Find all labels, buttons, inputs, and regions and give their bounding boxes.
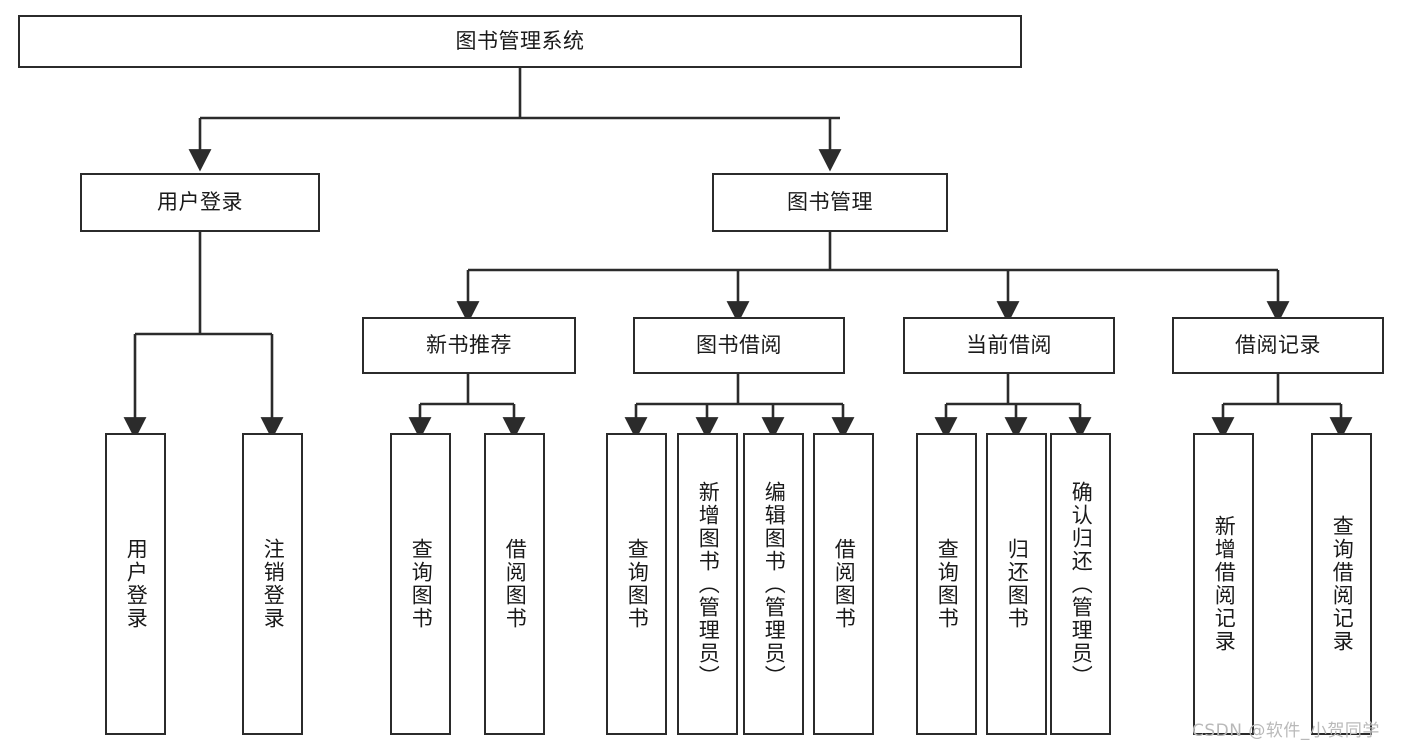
node-label: 确认归还（管理员） bbox=[1069, 480, 1094, 688]
node-label: 用户登录 bbox=[124, 538, 149, 630]
leaf-user-login[interactable]: 用户登录 bbox=[105, 433, 166, 735]
leaf-query-book-current[interactable]: 查询图书 bbox=[916, 433, 977, 735]
node-user-login[interactable]: 用户登录 bbox=[80, 173, 320, 232]
node-label: 用户登录 bbox=[157, 189, 243, 214]
node-label: 查询图书 bbox=[409, 538, 434, 630]
node-label: 借阅图书 bbox=[832, 538, 857, 630]
node-book-management[interactable]: 图书管理 bbox=[712, 173, 948, 232]
leaf-logout[interactable]: 注销登录 bbox=[242, 433, 303, 735]
leaf-edit-book-admin[interactable]: 编辑图书（管理员） bbox=[743, 433, 804, 735]
leaf-confirm-return-admin[interactable]: 确认归还（管理员） bbox=[1050, 433, 1111, 735]
node-label: 图书管理系统 bbox=[455, 28, 585, 53]
node-label: 新增借阅记录 bbox=[1212, 515, 1237, 653]
node-label: 查询图书 bbox=[625, 538, 650, 630]
watermark: CSDN @软件_小贺同学 bbox=[1192, 721, 1380, 741]
node-label: 借阅记录 bbox=[1235, 332, 1321, 357]
node-label: 编辑图书（管理员） bbox=[762, 480, 787, 688]
node-root[interactable]: 图书管理系统 bbox=[18, 15, 1022, 68]
node-label: 查询借阅记录 bbox=[1330, 515, 1355, 653]
node-label: 新书推荐 bbox=[426, 332, 512, 357]
node-label: 图书管理 bbox=[787, 189, 873, 214]
node-new-book-recommend[interactable]: 新书推荐 bbox=[362, 317, 576, 374]
node-label: 查询图书 bbox=[935, 538, 960, 630]
leaf-query-book-recommend[interactable]: 查询图书 bbox=[390, 433, 451, 735]
node-label: 新增图书（管理员） bbox=[696, 480, 721, 688]
leaf-add-book-admin[interactable]: 新增图书（管理员） bbox=[677, 433, 738, 735]
node-label: 当前借阅 bbox=[966, 332, 1052, 357]
node-label: 借阅图书 bbox=[503, 538, 528, 630]
node-book-borrow[interactable]: 图书借阅 bbox=[633, 317, 845, 374]
leaf-return-book[interactable]: 归还图书 bbox=[986, 433, 1047, 735]
leaf-borrow-book-recommend[interactable]: 借阅图书 bbox=[484, 433, 545, 735]
node-label: 图书借阅 bbox=[696, 332, 782, 357]
node-borrow-record[interactable]: 借阅记录 bbox=[1172, 317, 1384, 374]
leaf-add-borrow-record[interactable]: 新增借阅记录 bbox=[1193, 433, 1254, 735]
node-label: 归还图书 bbox=[1005, 538, 1030, 630]
leaf-borrow-book[interactable]: 借阅图书 bbox=[813, 433, 874, 735]
leaf-query-borrow-record[interactable]: 查询借阅记录 bbox=[1311, 433, 1372, 735]
leaf-query-book-borrow[interactable]: 查询图书 bbox=[606, 433, 667, 735]
node-label: 注销登录 bbox=[261, 538, 286, 630]
node-current-borrow[interactable]: 当前借阅 bbox=[903, 317, 1115, 374]
